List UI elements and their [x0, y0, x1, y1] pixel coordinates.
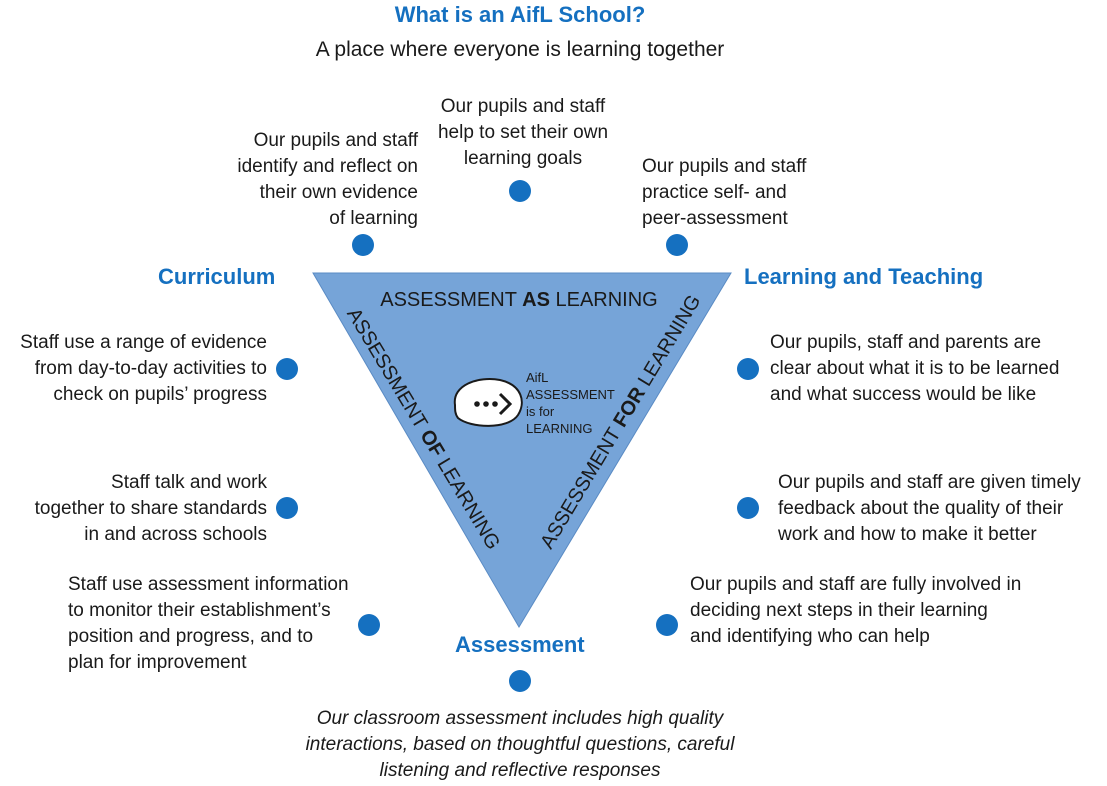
- heading-curriculum: Curriculum: [158, 264, 276, 289]
- bullet-dot: [656, 614, 678, 636]
- statement-left-3: Staff use assessment information to moni…: [68, 574, 349, 673]
- bullet-dot: [737, 358, 759, 380]
- statement-bottom: Our classroom assessment includes high q…: [305, 708, 735, 781]
- bullet-dot: [509, 670, 531, 692]
- bullet-dot: [666, 234, 688, 256]
- bullet-dot: [509, 180, 531, 202]
- heading-learning-teaching: Learning and Teaching: [744, 264, 984, 289]
- statement-right-2: Our pupils and staff are given timely fe…: [778, 472, 1081, 545]
- bullet-dot: [276, 497, 298, 519]
- heading-assessment: Assessment: [455, 632, 585, 657]
- triangle-top-label: ASSESSMENT AS LEARNING: [380, 289, 658, 311]
- logo-text: AifL ASSESSMENT is for LEARNING: [526, 370, 618, 436]
- assessment-triangle: [312, 272, 732, 628]
- statement-right-3: Our pupils and staff are fully involved …: [690, 574, 1022, 647]
- page-subtitle: A place where everyone is learning toget…: [315, 38, 725, 61]
- statement-top-right: Our pupils and staff practice self- and …: [642, 156, 807, 229]
- page-title: What is an AifL School?: [394, 2, 646, 27]
- bullet-dot: [737, 497, 759, 519]
- statement-right-1: Our pupils, staff and parents are clear …: [770, 332, 1060, 405]
- bullet-dot: [358, 614, 380, 636]
- bullet-dot: [352, 234, 374, 256]
- statement-left-1: Staff use a range of evidence from day-t…: [20, 332, 267, 405]
- statement-top-left: Our pupils and staff identify and reflec…: [237, 130, 418, 229]
- statement-left-2: Staff talk and work together to share st…: [34, 472, 267, 545]
- statement-top-center: Our pupils and staff help to set their o…: [437, 96, 609, 169]
- bullet-dot: [276, 358, 298, 380]
- ellipsis-arrow-logo-icon: [453, 378, 523, 427]
